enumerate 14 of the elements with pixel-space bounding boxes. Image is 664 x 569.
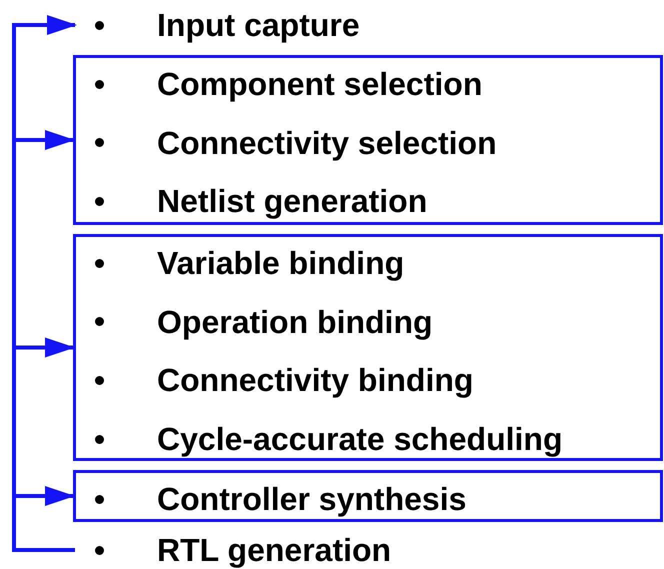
list-item-text: Operation binding [157,306,433,338]
group-box [73,234,663,461]
list-item-text: Input capture [157,9,360,41]
arrow [12,486,75,552]
list-item-text: Cycle-accurate scheduling [157,423,562,456]
group-box [73,470,663,522]
list-item-text: Controller synthesis [157,483,466,515]
list-item-text: Variable binding [157,247,404,279]
list-item-text: Netlist generation [157,185,428,218]
list-item-text: Connectivity binding [157,364,474,396]
list-item-text: Connectivity selection [157,126,497,159]
list-item-text: Component selection [157,68,482,100]
group-box [73,55,663,225]
list-item-text: RTL generation [157,534,392,566]
